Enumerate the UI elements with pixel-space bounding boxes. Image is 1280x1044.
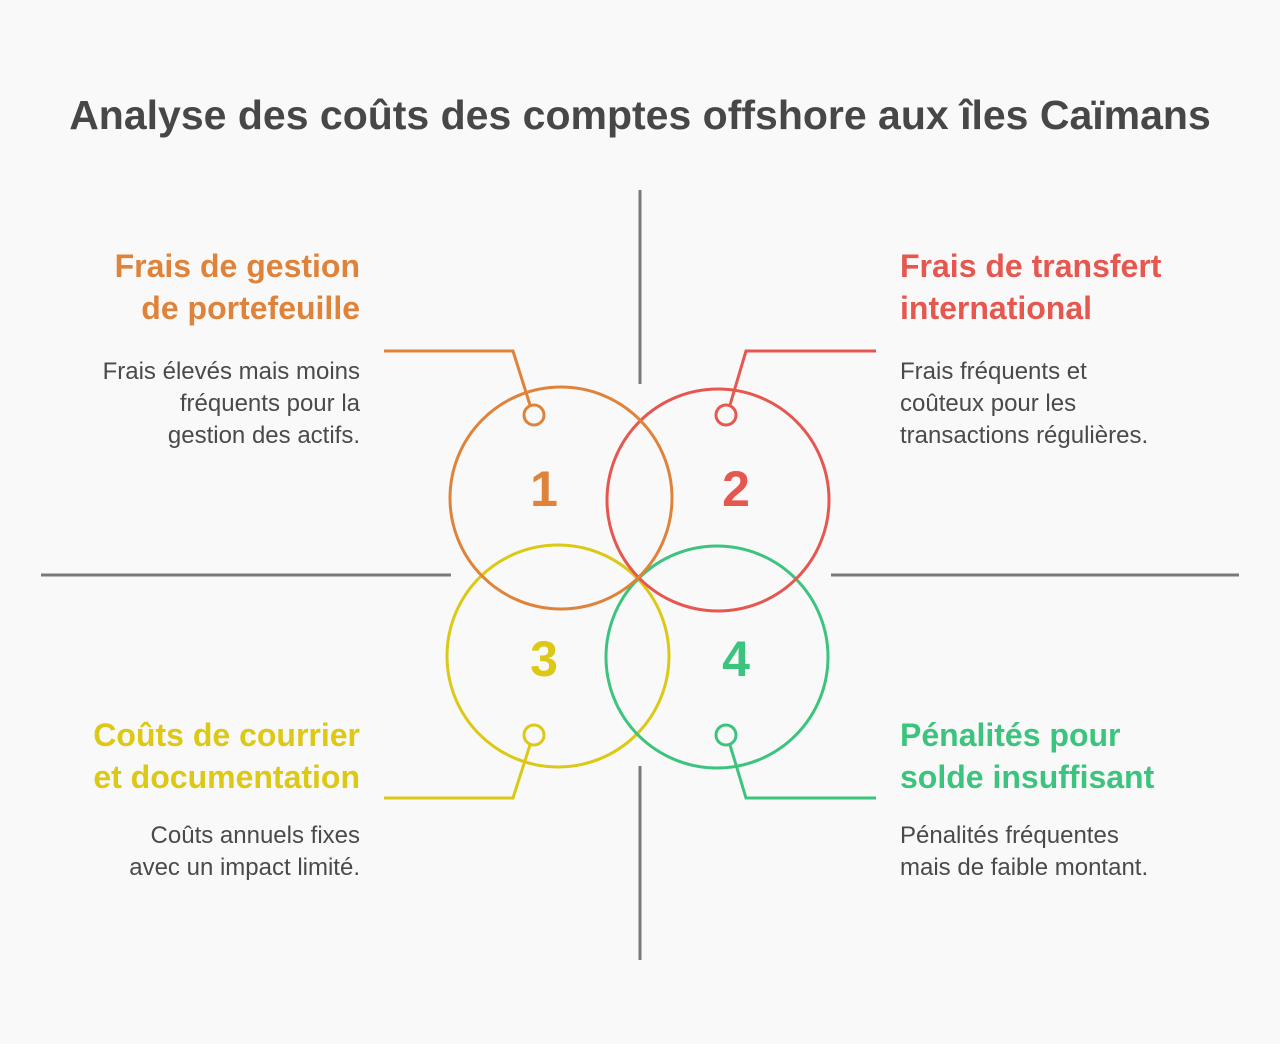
desc-1: Frais élevés mais moins fréquents pour l… (30, 356, 360, 452)
connector-dot-1 (522, 403, 546, 427)
heading-4-line1: Pénalités pour (900, 717, 1121, 753)
number-1: 1 (530, 461, 558, 517)
desc-1-line2: fréquents pour la (179, 390, 360, 417)
desc-1-line3: gestion des actifs. (167, 422, 360, 449)
desc-3: Coûts annuels fixes avec un impact limit… (30, 820, 360, 884)
circle-2 (605, 387, 831, 613)
desc-3-line2: avec un impact limité. (129, 854, 360, 881)
heading-4: Pénalités pour solde insuffisant (900, 714, 1230, 798)
number-2: 2 (722, 461, 750, 517)
circle-4 (604, 544, 830, 770)
desc-1-line1: Frais élevés mais moins (102, 358, 360, 385)
heading-2-line1: Frais de transfert (900, 248, 1162, 284)
connector-dot-3 (522, 723, 546, 747)
heading-1-line1: Frais de gestion (114, 248, 360, 284)
circle-3 (445, 543, 671, 769)
heading-2-line2: international (900, 290, 1093, 326)
desc-4-line2: mais de faible montant. (900, 854, 1149, 881)
connector-dot-2 (714, 403, 738, 427)
desc-4: Pénalités fréquentes mais de faible mont… (900, 820, 1230, 884)
circle-1 (448, 385, 674, 611)
desc-4-line1: Pénalités fréquentes (900, 822, 1119, 849)
desc-3-line1: Coûts annuels fixes (150, 822, 360, 849)
number-3: 3 (530, 631, 558, 687)
connector-1 (384, 349, 532, 406)
connector-dot-4 (714, 723, 738, 747)
desc-2-line3: transactions régulières. (900, 422, 1149, 449)
heading-2: Frais de transfert international (900, 245, 1230, 329)
heading-3-line2: et documentation (93, 759, 360, 795)
number-4: 4 (722, 631, 750, 687)
heading-1-line2: de portefeuille (141, 290, 360, 326)
dividers (41, 190, 1239, 960)
connector-2 (728, 349, 876, 406)
desc-2-line1: Frais fréquents et (900, 358, 1087, 385)
heading-3-line1: Coûts de courrier (93, 717, 360, 753)
desc-2: Frais fréquents et coûteux pour les tran… (900, 356, 1230, 452)
desc-2-line2: coûteux pour les (900, 390, 1077, 417)
heading-1: Frais de gestion de portefeuille (30, 245, 360, 329)
connector-3 (384, 744, 532, 800)
heading-4-line2: solde insuffisant (900, 759, 1155, 795)
connector-4 (728, 744, 876, 800)
diagram-title: Analyse des coûts des comptes offshore a… (69, 92, 1211, 138)
heading-3: Coûts de courrier et documentation (30, 714, 360, 798)
